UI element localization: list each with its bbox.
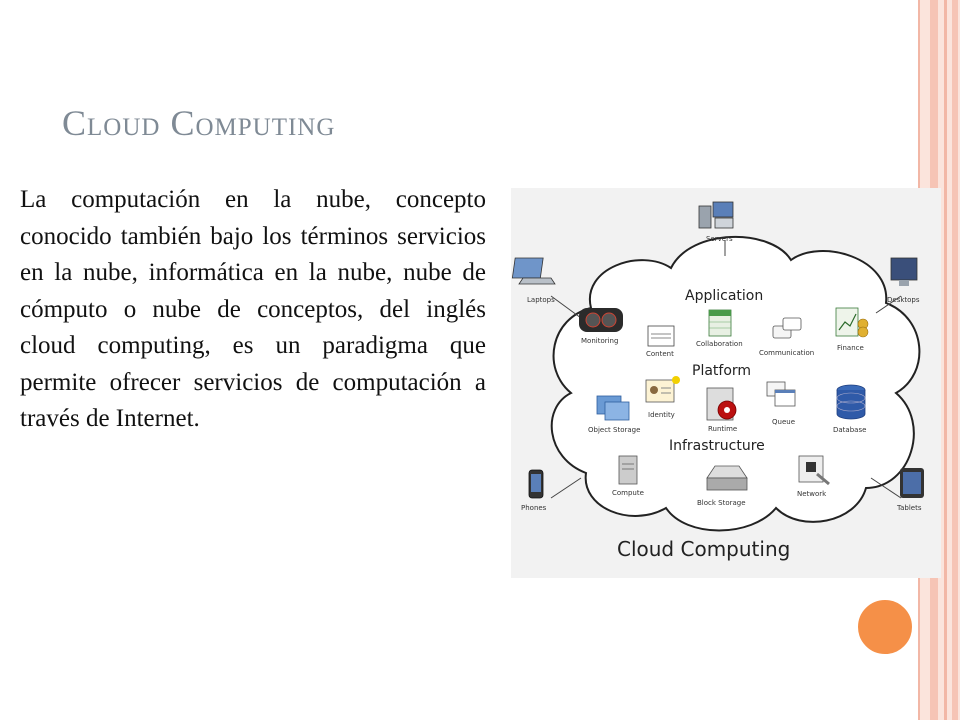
accent-circle [856, 598, 914, 656]
label-tablets: Tablets [896, 504, 922, 512]
label-content: Content [646, 350, 674, 358]
cloud-computing-diagram: Servers Laptops Desktops Phones Tablets … [511, 188, 941, 578]
slide-title: Cloud Computing [62, 103, 336, 143]
finance-icon [835, 307, 869, 338]
label-compute: Compute [612, 489, 644, 497]
label-servers: Servers [706, 235, 733, 243]
cloud-shape [550, 235, 921, 532]
compute-icon [618, 455, 638, 485]
label-runtime: Runtime [708, 425, 737, 433]
network-icon [798, 455, 830, 486]
layer-infrastructure: Infrastructure [669, 438, 765, 454]
label-database: Database [833, 426, 866, 434]
label-collaboration: Collaboration [696, 340, 743, 348]
layer-application: Application [685, 288, 763, 304]
laptop-icon [511, 257, 556, 285]
tablet-icon [900, 468, 924, 498]
label-queue: Queue [772, 418, 795, 426]
identity-icon [645, 376, 680, 403]
database-icon [836, 384, 866, 420]
block-storage-icon [706, 465, 748, 491]
label-phones: Phones [521, 504, 547, 512]
desktop-icon [890, 257, 918, 286]
label-identity: Identity [648, 411, 675, 419]
label-desktops: Desktops [887, 296, 920, 304]
label-communication: Communication [759, 349, 814, 357]
monitoring-icon [579, 308, 623, 332]
phone-icon [528, 469, 544, 499]
queue-icon [766, 381, 796, 407]
label-block-storage: Block Storage [697, 499, 746, 507]
collaboration-icon [708, 309, 732, 337]
label-laptops: Laptops [527, 296, 555, 304]
runtime-icon [706, 387, 737, 421]
layer-platform: Platform [692, 363, 751, 379]
content-icon [647, 325, 675, 347]
servers-icon [698, 201, 734, 229]
object-storage-icon [596, 395, 630, 421]
diagram-title: Cloud Computing [617, 537, 790, 561]
label-network: Network [797, 490, 827, 498]
slide-body-text: La computación en la nube, concepto cono… [20, 186, 486, 432]
label-monitoring: Monitoring [581, 337, 618, 345]
communication-icon [772, 317, 802, 339]
label-finance: Finance [837, 344, 864, 352]
label-object-storage: Object Storage [588, 426, 640, 434]
